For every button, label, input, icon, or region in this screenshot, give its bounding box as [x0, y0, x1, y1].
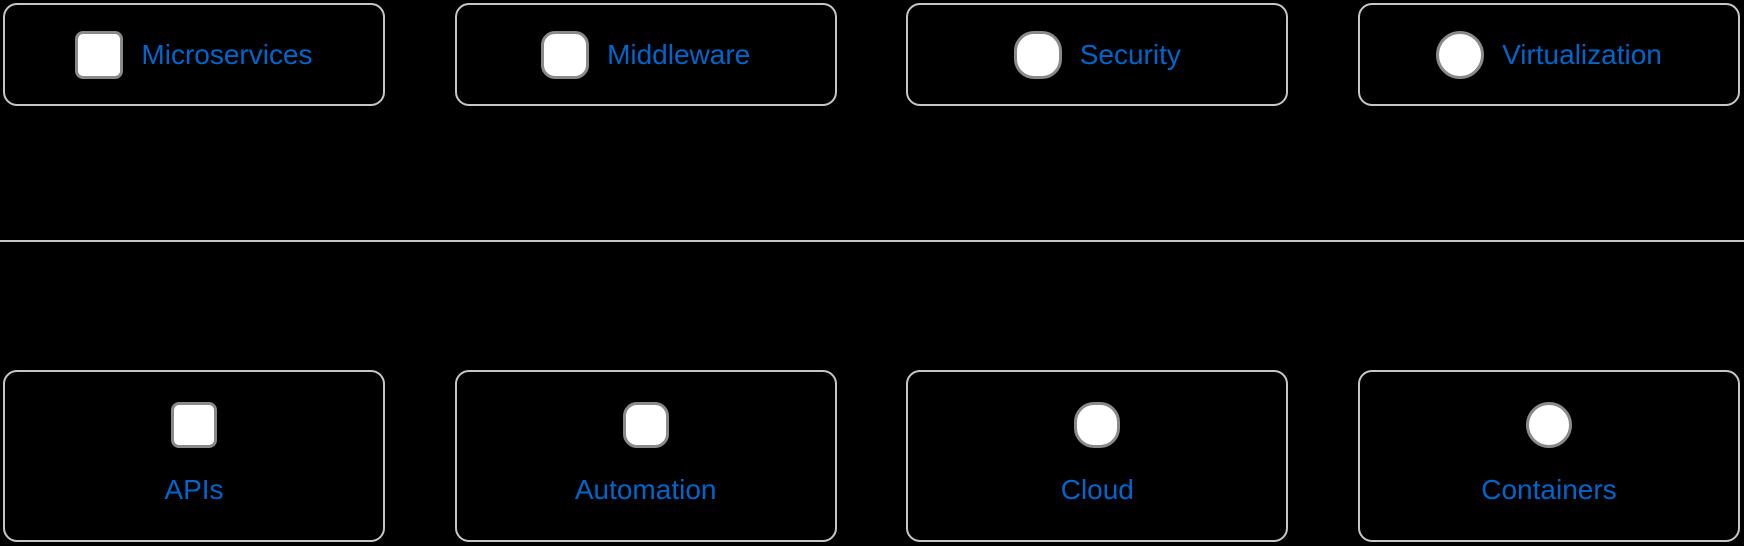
- square-icon: [171, 402, 217, 448]
- tile-apis[interactable]: APIs: [3, 370, 385, 542]
- bottom-tile-row: APIs Automation Cloud Containers: [3, 370, 1740, 542]
- tile-security[interactable]: Security: [906, 3, 1289, 106]
- tile-containers[interactable]: Containers: [1357, 370, 1740, 542]
- rounded-square-icon: [622, 402, 669, 448]
- squircle-icon: [1013, 30, 1062, 79]
- top-tile-row: Microservices Middleware Security Virtua…: [3, 3, 1740, 106]
- tile-label: Microservices: [141, 38, 313, 70]
- circle-icon: [1525, 402, 1572, 448]
- tile-label: Cloud: [1060, 474, 1134, 505]
- horizontal-divider: [0, 240, 1744, 242]
- tile-label: APIs: [164, 474, 224, 505]
- tile-label: Virtualization: [1502, 38, 1662, 70]
- tile-middleware[interactable]: Middleware: [454, 3, 837, 106]
- square-icon: [75, 30, 124, 79]
- tile-label: Automation: [574, 474, 717, 505]
- rounded-square-icon: [541, 30, 590, 79]
- squircle-icon: [1074, 402, 1121, 448]
- circle-icon: [1436, 30, 1485, 79]
- tile-label: Security: [1079, 38, 1181, 70]
- tile-virtualization[interactable]: Virtualization: [1357, 3, 1740, 106]
- tile-cloud[interactable]: Cloud: [906, 370, 1289, 542]
- tile-automation[interactable]: Automation: [454, 370, 837, 542]
- tile-microservices[interactable]: Microservices: [3, 3, 385, 106]
- tile-label: Middleware: [607, 38, 751, 70]
- tile-label: Containers: [1481, 474, 1617, 505]
